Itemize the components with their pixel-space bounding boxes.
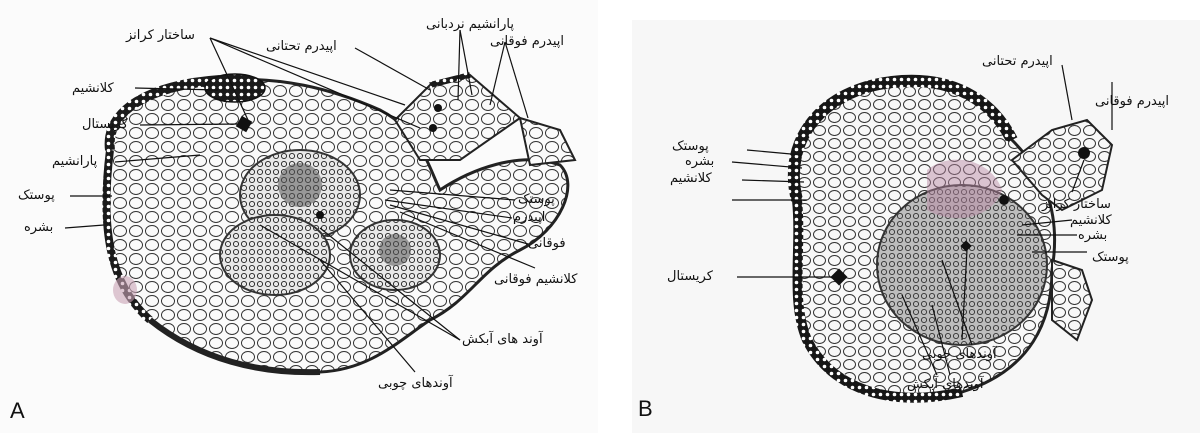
label-b-cortex: پوستک [672, 140, 709, 154]
panel-a-drawing [0, 0, 598, 433]
label-b-phloem: آوندهای آبکش [907, 378, 983, 392]
panel-b-micrograph: اپیدرم تحتانی اپیدرم فوقانی پوستک بشره ک… [632, 20, 1200, 433]
label-phloem: آوند های آبکش [462, 333, 543, 347]
label-b-vascular-structure: ساختار کرانز [1042, 198, 1111, 212]
label-b-upper-epidermis: اپیدرم فوقانی [1095, 95, 1169, 109]
label-upper-epidermis: اپیدرم فوقانی [490, 35, 564, 49]
label-palisade-parenchyma: پارانشیم نردبانی [426, 18, 514, 32]
label-epidermis: بشره [24, 221, 53, 235]
label-b-crystal: کریستال [667, 270, 713, 284]
label-epidermis-right: اپیدرم [513, 211, 545, 225]
label-upper-right: فوقانی [528, 237, 566, 251]
label-collenchyma: کلانشیم [72, 82, 114, 96]
label-b-collenchyma: کلانشیم [670, 172, 712, 186]
label-upper-collenchyma: کلانشیم فوقانی [494, 273, 577, 287]
panel-b-letter: B [638, 396, 653, 422]
label-lower-epidermis: اپیدرم تحتانی [266, 40, 337, 54]
label-cortex: پوستک [18, 189, 55, 203]
label-b-cortex-right: پوستک [1092, 251, 1129, 265]
panel-a-micrograph: ساختار کرانز اپیدرم تحتانی پارانشیم نردب… [0, 0, 598, 433]
panel-a-letter: A [10, 398, 25, 424]
label-b-xylem: آوندهای چوبی [922, 348, 997, 362]
label-b-lower-epidermis: اپیدرم تحتانی [982, 55, 1053, 69]
panel-b-drawing [632, 20, 1200, 433]
label-b-collenchyma-right: کلانشیم [1070, 214, 1112, 228]
label-cortex-right: پوستک [518, 193, 555, 207]
label-parenchyma: پارانشیم [52, 155, 97, 169]
label-xylem: آوندهای چوبی [378, 377, 453, 391]
label-crystal: کریستال [82, 118, 128, 132]
label-b-epidermis: بشره [685, 155, 714, 169]
label-vascular-structure: ساختار کرانز [126, 29, 195, 43]
label-b-epidermis-right: بشره [1078, 229, 1107, 243]
